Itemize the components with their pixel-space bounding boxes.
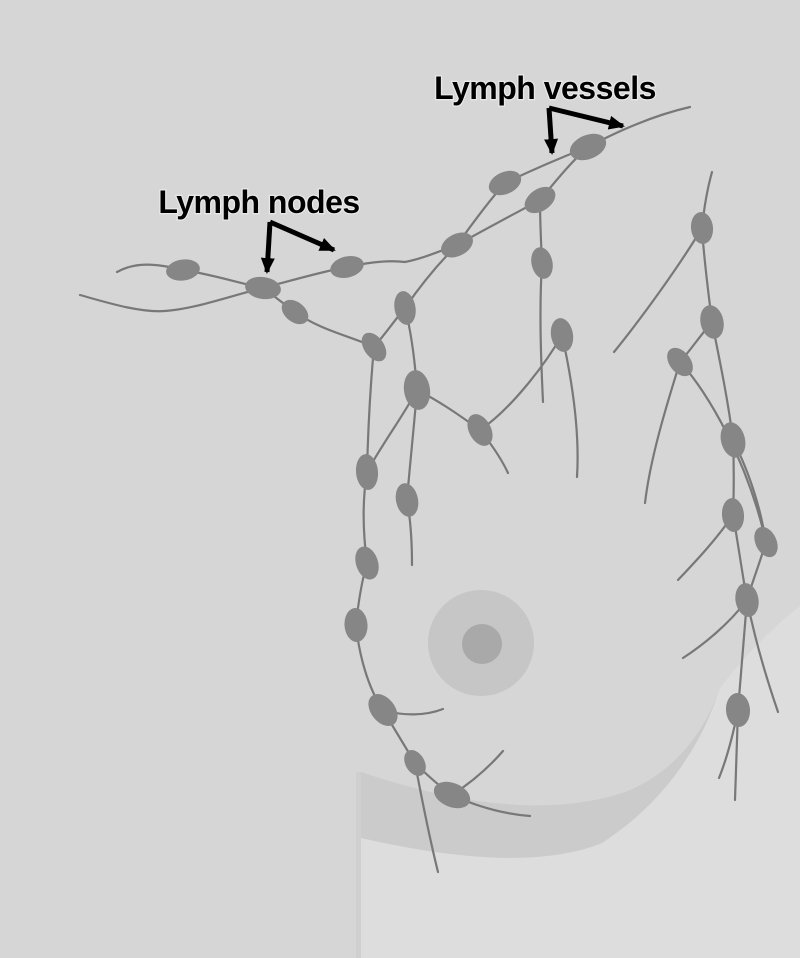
- arrows-layer: [260, 105, 625, 274]
- nodes-layer: [166, 133, 778, 809]
- anatomy-layer: [356, 590, 800, 958]
- label-lymph-vessels: Lymph vessels: [434, 70, 656, 106]
- labels-layer: Lymph vessels Lymph nodes: [157, 69, 658, 222]
- label-lymph-nodes: Lymph nodes: [158, 184, 359, 220]
